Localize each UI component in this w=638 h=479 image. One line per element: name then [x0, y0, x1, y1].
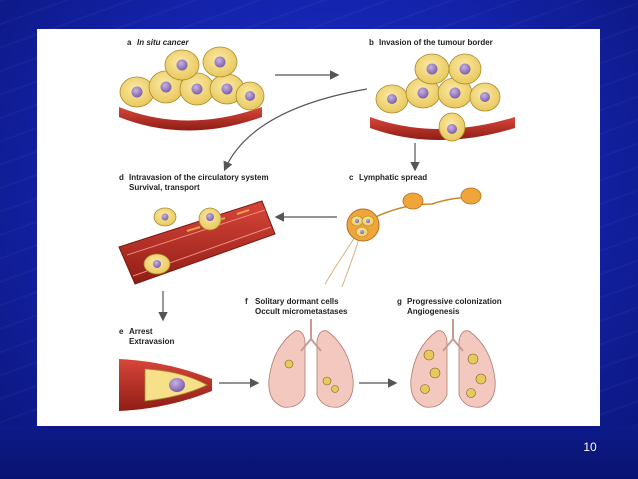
- panel-c-letter: c: [349, 173, 354, 182]
- panel-a-title: In situ cancer: [137, 38, 189, 47]
- panel-f-title: Solitary dormant cells: [255, 297, 339, 306]
- capillary-arrest: [119, 359, 212, 411]
- panel-c: c Lymphatic spread: [324, 173, 482, 288]
- panel-f-subtitle: Occult micrometastases: [255, 307, 348, 316]
- panel-g: g Progressive colonization Angiogenesis: [397, 297, 502, 408]
- panel-e-title: Arrest: [129, 327, 153, 336]
- panel-a: a In situ cancer: [119, 38, 265, 131]
- panel-g-letter: g: [397, 297, 402, 306]
- circulating-tumor-cells: [143, 207, 222, 275]
- panel-d: d Intravasion of the circulatory system …: [118, 173, 276, 285]
- panel-g-subtitle: Angiogenesis: [407, 307, 460, 316]
- panel-e: e Arrest Extravasion: [119, 327, 212, 411]
- panel-a-letter: a: [127, 38, 132, 47]
- footer-band: [0, 425, 638, 479]
- panel-f-letter: f: [245, 297, 248, 306]
- lungs-f: [268, 319, 354, 408]
- cancer-cell-cluster-b: [375, 53, 501, 142]
- panel-d-subtitle: Survival, transport: [129, 183, 200, 192]
- blood-vessel-d: [118, 200, 276, 285]
- arrow-b-to-d: [223, 88, 368, 172]
- basement-membrane-b: [370, 117, 515, 140]
- panel-b-title: Invasion of the tumour border: [379, 38, 493, 47]
- panel-d-title: Intravasion of the circulatory system: [129, 173, 269, 182]
- panel-e-letter: e: [119, 327, 124, 336]
- panel-f: f Solitary dormant cells Occult micromet…: [245, 297, 354, 408]
- panel-c-title: Lymphatic spread: [359, 173, 427, 182]
- panel-b: b Invasion of the tumour border: [369, 38, 515, 142]
- basement-membrane: [119, 107, 262, 131]
- panel-e-subtitle: Extravasion: [129, 337, 174, 346]
- panel-d-letter: d: [119, 173, 124, 182]
- diagram-frame: a In situ cancer b Invasion of the tumou…: [37, 29, 600, 426]
- lungs-g: [410, 319, 496, 408]
- cancer-cell-cluster-a: [119, 46, 265, 111]
- lymph-node-with-cells: [346, 208, 380, 242]
- panel-g-title: Progressive colonization: [407, 297, 502, 306]
- lymph-node-chain: [324, 187, 482, 288]
- panel-b-letter: b: [369, 38, 374, 47]
- slide-number: 10: [583, 440, 597, 454]
- metastasis-diagram: a In situ cancer b Invasion of the tumou…: [118, 38, 515, 411]
